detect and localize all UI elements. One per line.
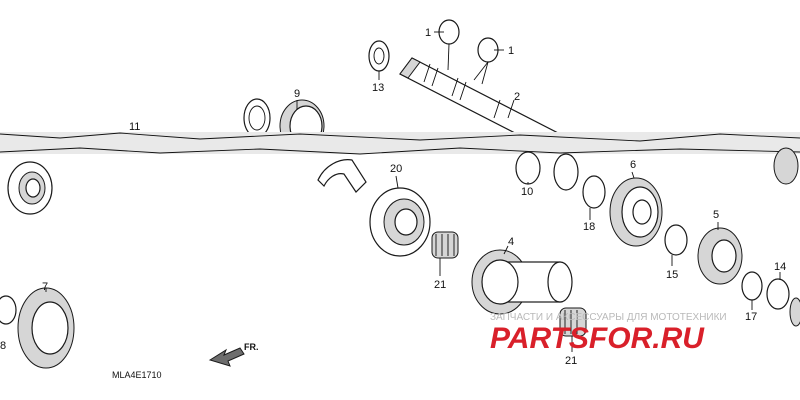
washer-10[interactable]: [515, 151, 541, 185]
callout-8: 8: [0, 340, 6, 352]
callout-15: 15: [666, 269, 678, 281]
gear-6[interactable]: [609, 177, 663, 247]
callout-1a: 1: [425, 27, 431, 39]
watermark-brand: PARTSFOR.RU: [490, 322, 705, 355]
needle-bearing-21a[interactable]: [431, 231, 459, 259]
bearing-20[interactable]: [369, 187, 431, 257]
callout-5: 5: [713, 209, 719, 221]
callout-21a: 21: [434, 279, 446, 291]
right-gear-partial[interactable]: [773, 147, 799, 185]
callout-17: 17: [745, 311, 757, 323]
callout-2: 2: [514, 91, 520, 103]
gear-7[interactable]: [17, 287, 75, 369]
snap-ring-18[interactable]: [582, 175, 606, 209]
needle-bearing-21b[interactable]: [559, 307, 587, 337]
direction-arrow: FR.: [208, 342, 259, 367]
direction-label: FR.: [244, 342, 259, 352]
callout-9: 9: [294, 88, 300, 100]
callout-18: 18: [583, 221, 595, 233]
right-edge-part[interactable]: [789, 297, 800, 327]
gear-4[interactable]: [471, 249, 573, 315]
snap-ring-14[interactable]: [766, 278, 790, 310]
callout-4: 4: [508, 236, 514, 248]
washer-9[interactable]: [243, 98, 271, 138]
washer-8[interactable]: [0, 295, 17, 325]
main-shaft[interactable]: [399, 57, 561, 151]
left-bearing[interactable]: [7, 161, 53, 215]
callout-10: 10: [521, 186, 533, 198]
washer-17[interactable]: [741, 271, 763, 301]
washer-15[interactable]: [664, 224, 688, 256]
scan-band: [0, 132, 800, 154]
diagram-code: MLA4E1710: [112, 370, 162, 380]
callout-1b: 1: [508, 45, 514, 57]
callout-6: 6: [630, 159, 636, 171]
callout-20: 20: [390, 163, 402, 175]
shift-fork[interactable]: [317, 159, 367, 193]
washer-13[interactable]: [368, 40, 390, 72]
watermark-subtitle: ЗАПЧАСТИ И АКСЕССУАРЫ ДЛЯ МОТОТЕХНИКИ: [490, 312, 727, 323]
callout-7: 7: [42, 281, 48, 293]
callout-21b: 21: [565, 355, 577, 367]
callout-14: 14: [774, 261, 786, 273]
callout-13: 13: [372, 82, 384, 94]
gear-5[interactable]: [697, 227, 743, 285]
washer-unlabeled[interactable]: [553, 153, 579, 191]
callout-11: 11: [129, 121, 140, 133]
